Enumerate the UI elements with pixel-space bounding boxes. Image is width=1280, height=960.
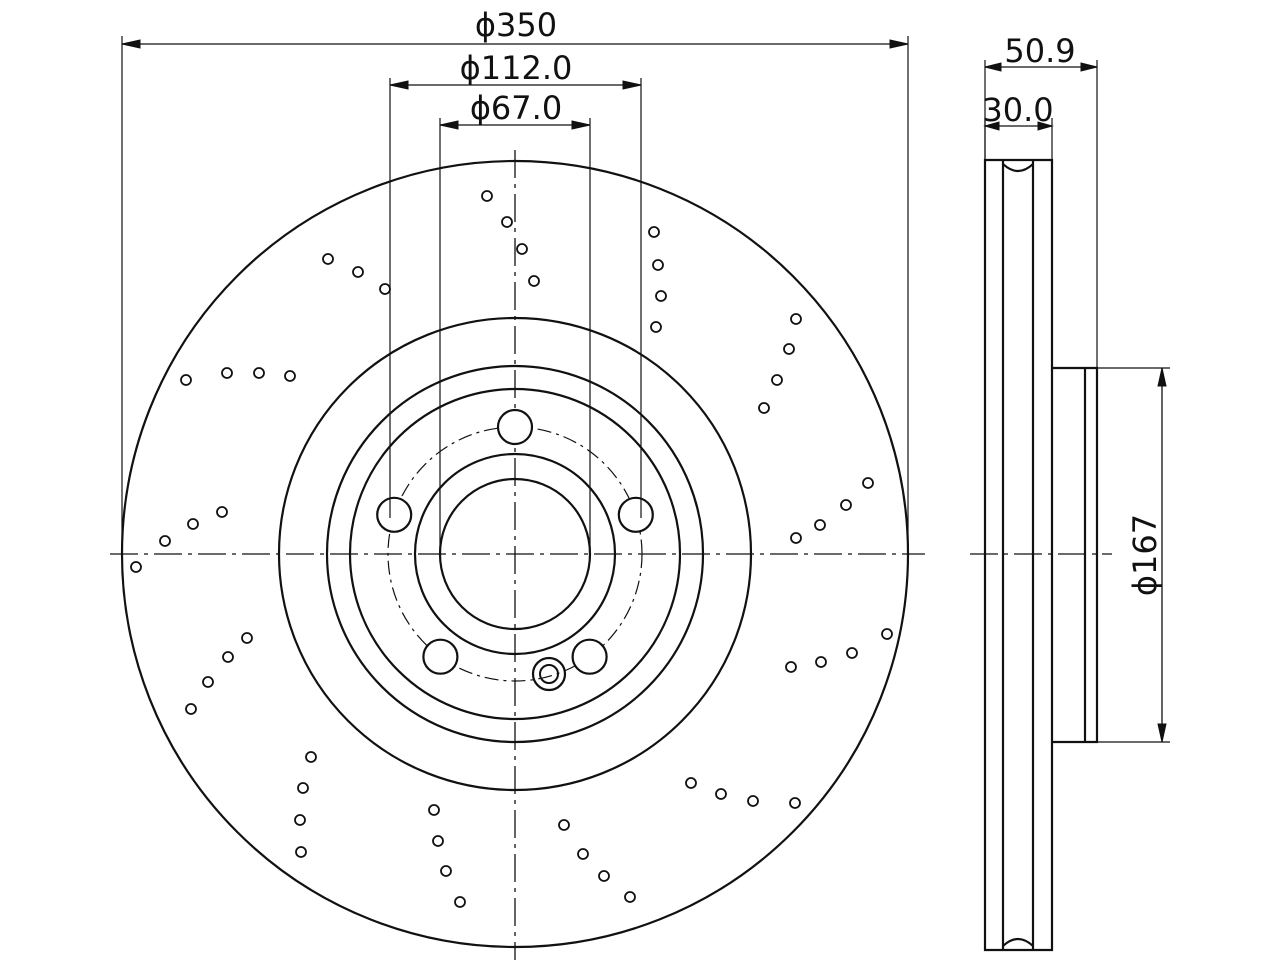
drill-hole: [454, 896, 466, 908]
drill-hole: [783, 343, 795, 355]
vent-groove-top: [1002, 163, 1034, 173]
drill-hole: [528, 275, 540, 287]
drill-hole: [516, 243, 528, 255]
arrow-67-left: [439, 120, 459, 130]
bolt-hole: [422, 638, 459, 675]
vent-groove-bottom: [1002, 937, 1034, 947]
arrow-112-left: [389, 80, 409, 90]
drill-hole: [790, 532, 802, 544]
outer-diameter-label: ϕ350: [475, 6, 557, 44]
arrow-167-bottom: [1157, 723, 1167, 743]
locating-screw-hole-inner: [539, 664, 559, 684]
arrow-112-right: [622, 80, 642, 90]
drill-hole: [624, 891, 636, 903]
side-dimensions: [983, 60, 1170, 743]
arrow-350-left: [121, 39, 141, 49]
drill-hole: [180, 374, 192, 386]
drill-hole: [846, 647, 858, 659]
drill-hole: [655, 290, 667, 302]
center-bore-label: ϕ67.0: [470, 89, 562, 127]
drill-hole: [650, 321, 662, 333]
hat-diameter-label: ϕ167: [1126, 514, 1164, 596]
arrow-350-right: [889, 39, 909, 49]
side-view: [970, 158, 1112, 952]
bolt-hole: [571, 638, 608, 675]
drill-hole: [216, 506, 228, 518]
front-dimensions: [121, 36, 909, 554]
drill-hole: [815, 656, 827, 668]
drill-hole: [221, 367, 233, 379]
cross-drilled-hole-group: [130, 190, 893, 908]
drill-hole: [790, 313, 802, 325]
drill-hole: [322, 253, 334, 265]
drill-hole: [352, 266, 364, 278]
bolt-hole: [496, 408, 534, 446]
hat-profile: [1052, 366, 1099, 744]
drill-hole: [758, 402, 770, 414]
drill-hole: [159, 535, 171, 547]
drill-hole: [432, 835, 444, 847]
drill-hole: [428, 804, 440, 816]
drill-hole: [747, 795, 759, 807]
disc-thickness-label: 30.0: [982, 91, 1053, 129]
bolt-hole-group: [376, 408, 654, 675]
drill-hole: [222, 651, 234, 663]
arrow-509-left: [984, 62, 1002, 72]
drill-hole: [881, 628, 893, 640]
drill-hole: [648, 226, 660, 238]
drill-hole: [305, 751, 317, 763]
drill-hole: [297, 782, 309, 794]
drill-hole: [577, 848, 589, 860]
drill-hole: [501, 216, 513, 228]
hub-mounting-face: [413, 452, 617, 656]
arrow-300-left: [983, 121, 1000, 131]
drill-hole: [253, 367, 265, 379]
hat-step-ring: [348, 387, 682, 721]
bolt-hole: [376, 496, 413, 533]
arrow-167-top: [1157, 367, 1167, 387]
friction-ring-inner-edge: [277, 316, 753, 792]
drill-hole: [295, 846, 307, 858]
arrow-67-right: [571, 120, 591, 130]
drill-hole: [284, 370, 296, 382]
drill-hole: [130, 561, 142, 573]
drill-hole: [202, 676, 214, 688]
arrow-509-right: [1080, 62, 1098, 72]
drill-hole: [771, 374, 783, 386]
front-view: [110, 150, 925, 960]
drill-hole: [598, 870, 610, 882]
drill-hole: [185, 703, 197, 715]
locating-screw-hole-outer: [531, 656, 567, 692]
drill-hole: [294, 814, 306, 826]
bolt-hole: [617, 496, 654, 533]
drill-hole: [685, 777, 697, 789]
drill-hole: [187, 518, 199, 530]
drill-hole: [481, 190, 493, 202]
drill-hole: [785, 661, 797, 673]
drill-hole: [840, 499, 852, 511]
drill-hole: [440, 865, 452, 877]
hat-outer-edge: [325, 364, 705, 744]
disc-profile: [983, 158, 1054, 952]
arrow-300-right: [1037, 121, 1054, 131]
drill-hole: [558, 819, 570, 831]
overall-thickness-label: 50.9: [1004, 32, 1075, 70]
drill-hole: [241, 632, 253, 644]
drill-hole: [814, 519, 826, 531]
drill-hole: [379, 283, 391, 295]
bolt-circle-label: ϕ112.0: [460, 49, 573, 87]
drill-hole: [862, 477, 874, 489]
drill-hole: [715, 788, 727, 800]
drill-hole: [789, 797, 801, 809]
drill-hole: [652, 259, 664, 271]
